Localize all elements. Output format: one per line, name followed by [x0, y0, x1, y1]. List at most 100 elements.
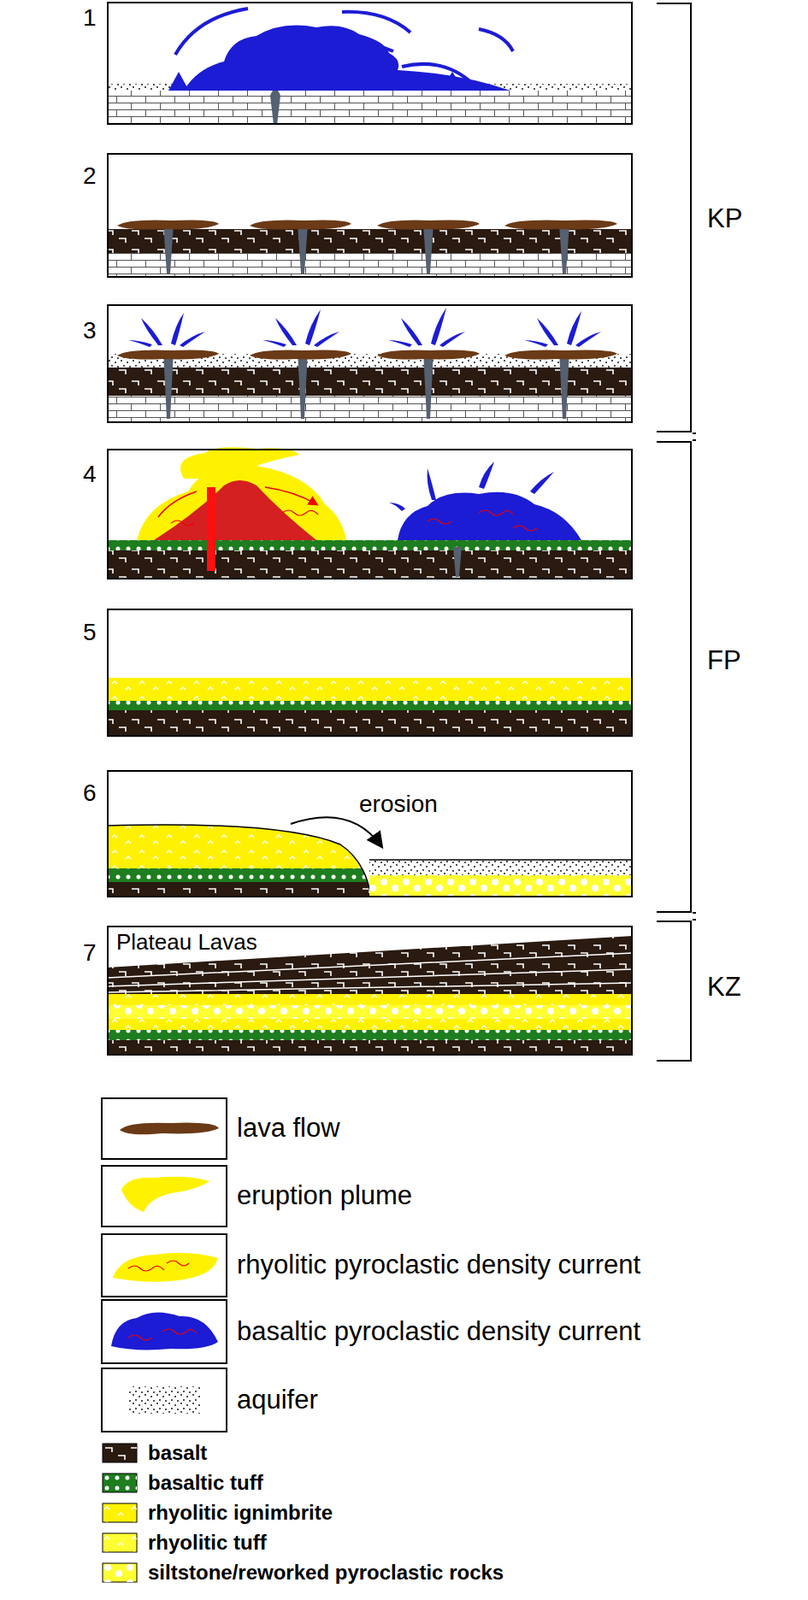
art-path: [171, 312, 184, 346]
legend-swatch: [101, 1503, 138, 1524]
art-g: [163, 224, 570, 274]
art-path: [559, 350, 570, 419]
stage-panel: 7Plateau Lavas: [106, 925, 633, 1056]
stage-panel: 3: [106, 304, 633, 424]
art-g: [106, 812, 381, 898]
art-rect: [206, 487, 216, 572]
art-path: [163, 350, 174, 419]
art-path: [128, 1261, 189, 1272]
art-path: [297, 224, 308, 274]
stage-number: 2: [82, 163, 97, 190]
art-rect: [102, 1563, 137, 1583]
stage-panel: 2: [106, 153, 633, 278]
art-path: [270, 88, 281, 125]
art-path: [559, 224, 570, 274]
art-path: [117, 220, 219, 231]
art-rect: [106, 868, 381, 883]
panel-6-art: [106, 812, 633, 898]
stage-number: 3: [82, 318, 97, 345]
art-path: [692, 913, 696, 921]
art-path: [141, 318, 163, 346]
art-path: [430, 307, 447, 346]
art-path: [290, 817, 382, 847]
art-path: [423, 350, 434, 419]
art-rect: [106, 701, 633, 711]
art-path: [530, 471, 555, 495]
art-path: [692, 433, 696, 441]
art-path: [427, 468, 437, 501]
art-rect: [102, 1444, 137, 1463]
art-rect: [106, 1040, 633, 1056]
art-path: [171, 510, 319, 526]
legend-text: rhyolitic tuff: [147, 1532, 267, 1555]
period-label: FP: [707, 646, 742, 676]
art-rect: [369, 860, 633, 876]
art-path: [478, 461, 495, 490]
art-rect: [106, 812, 381, 869]
art-rect: [106, 1030, 633, 1041]
art-path: [128, 1329, 197, 1341]
art-rect: [106, 678, 633, 702]
art-path: [504, 350, 618, 360]
period-label: KP: [707, 204, 743, 234]
art-rect: [101, 1300, 227, 1364]
art-path: [136, 465, 347, 541]
art-path: [180, 447, 300, 479]
art-path: [427, 510, 537, 531]
stage-number: 1: [82, 5, 97, 32]
art-path: [106, 953, 633, 993]
legend-text: lava flow: [236, 1114, 341, 1144]
art-rect: [106, 90, 633, 125]
art-path: [119, 1123, 219, 1136]
art-path: [305, 309, 321, 346]
stage-number: 4: [82, 461, 97, 489]
art-rect: [106, 882, 381, 898]
art-rect: [101, 1166, 227, 1227]
art-path: [297, 350, 308, 419]
stage-panel: 1: [106, 1, 633, 125]
art-path: [439, 331, 466, 348]
stage-label: erosion: [359, 791, 438, 819]
art-path: [111, 1312, 219, 1351]
art-path: [524, 340, 549, 348]
art-g: [117, 350, 618, 360]
legend-text: basaltic pyroclastic density current: [236, 1317, 641, 1347]
art-path: [275, 318, 297, 346]
legend-text: basalt: [147, 1442, 207, 1465]
art-rect: [102, 1474, 137, 1493]
art-rect: [106, 1005, 633, 1020]
art-g: [389, 461, 555, 512]
art-rect: [106, 367, 633, 396]
legend-samples: [101, 1098, 227, 1433]
art-rect: [102, 1444, 137, 1463]
art-rect: [102, 1533, 137, 1553]
art-path: [106, 825, 372, 898]
art-rect: [102, 1563, 137, 1583]
stage-number: 7: [82, 940, 97, 968]
art-path: [656, 921, 691, 1062]
panel-5-art: [106, 678, 633, 738]
period-label: KZ: [707, 973, 742, 1003]
art-rect: [106, 994, 633, 1031]
legend-swatch: [101, 1533, 138, 1554]
panel-1-art: [106, 8, 633, 125]
art-rect: [102, 1474, 137, 1493]
legend-text: eruption plume: [236, 1181, 413, 1211]
art-rect: [106, 550, 633, 580]
legend-swatch: [101, 1473, 138, 1494]
art-rect: [106, 395, 633, 424]
art-path: [128, 340, 153, 348]
art-rect: [369, 875, 633, 898]
art-path: [163, 224, 174, 274]
art-path: [401, 318, 423, 346]
art-path: [262, 340, 287, 348]
art-path: [453, 547, 462, 578]
art-path: [377, 220, 480, 231]
art-path: [249, 350, 352, 360]
art-rect: [101, 1368, 227, 1433]
art-path: [168, 71, 465, 91]
art-g: [163, 350, 570, 419]
art-rect: [106, 710, 633, 738]
art-path: [423, 224, 434, 274]
art-path: [656, 442, 691, 913]
